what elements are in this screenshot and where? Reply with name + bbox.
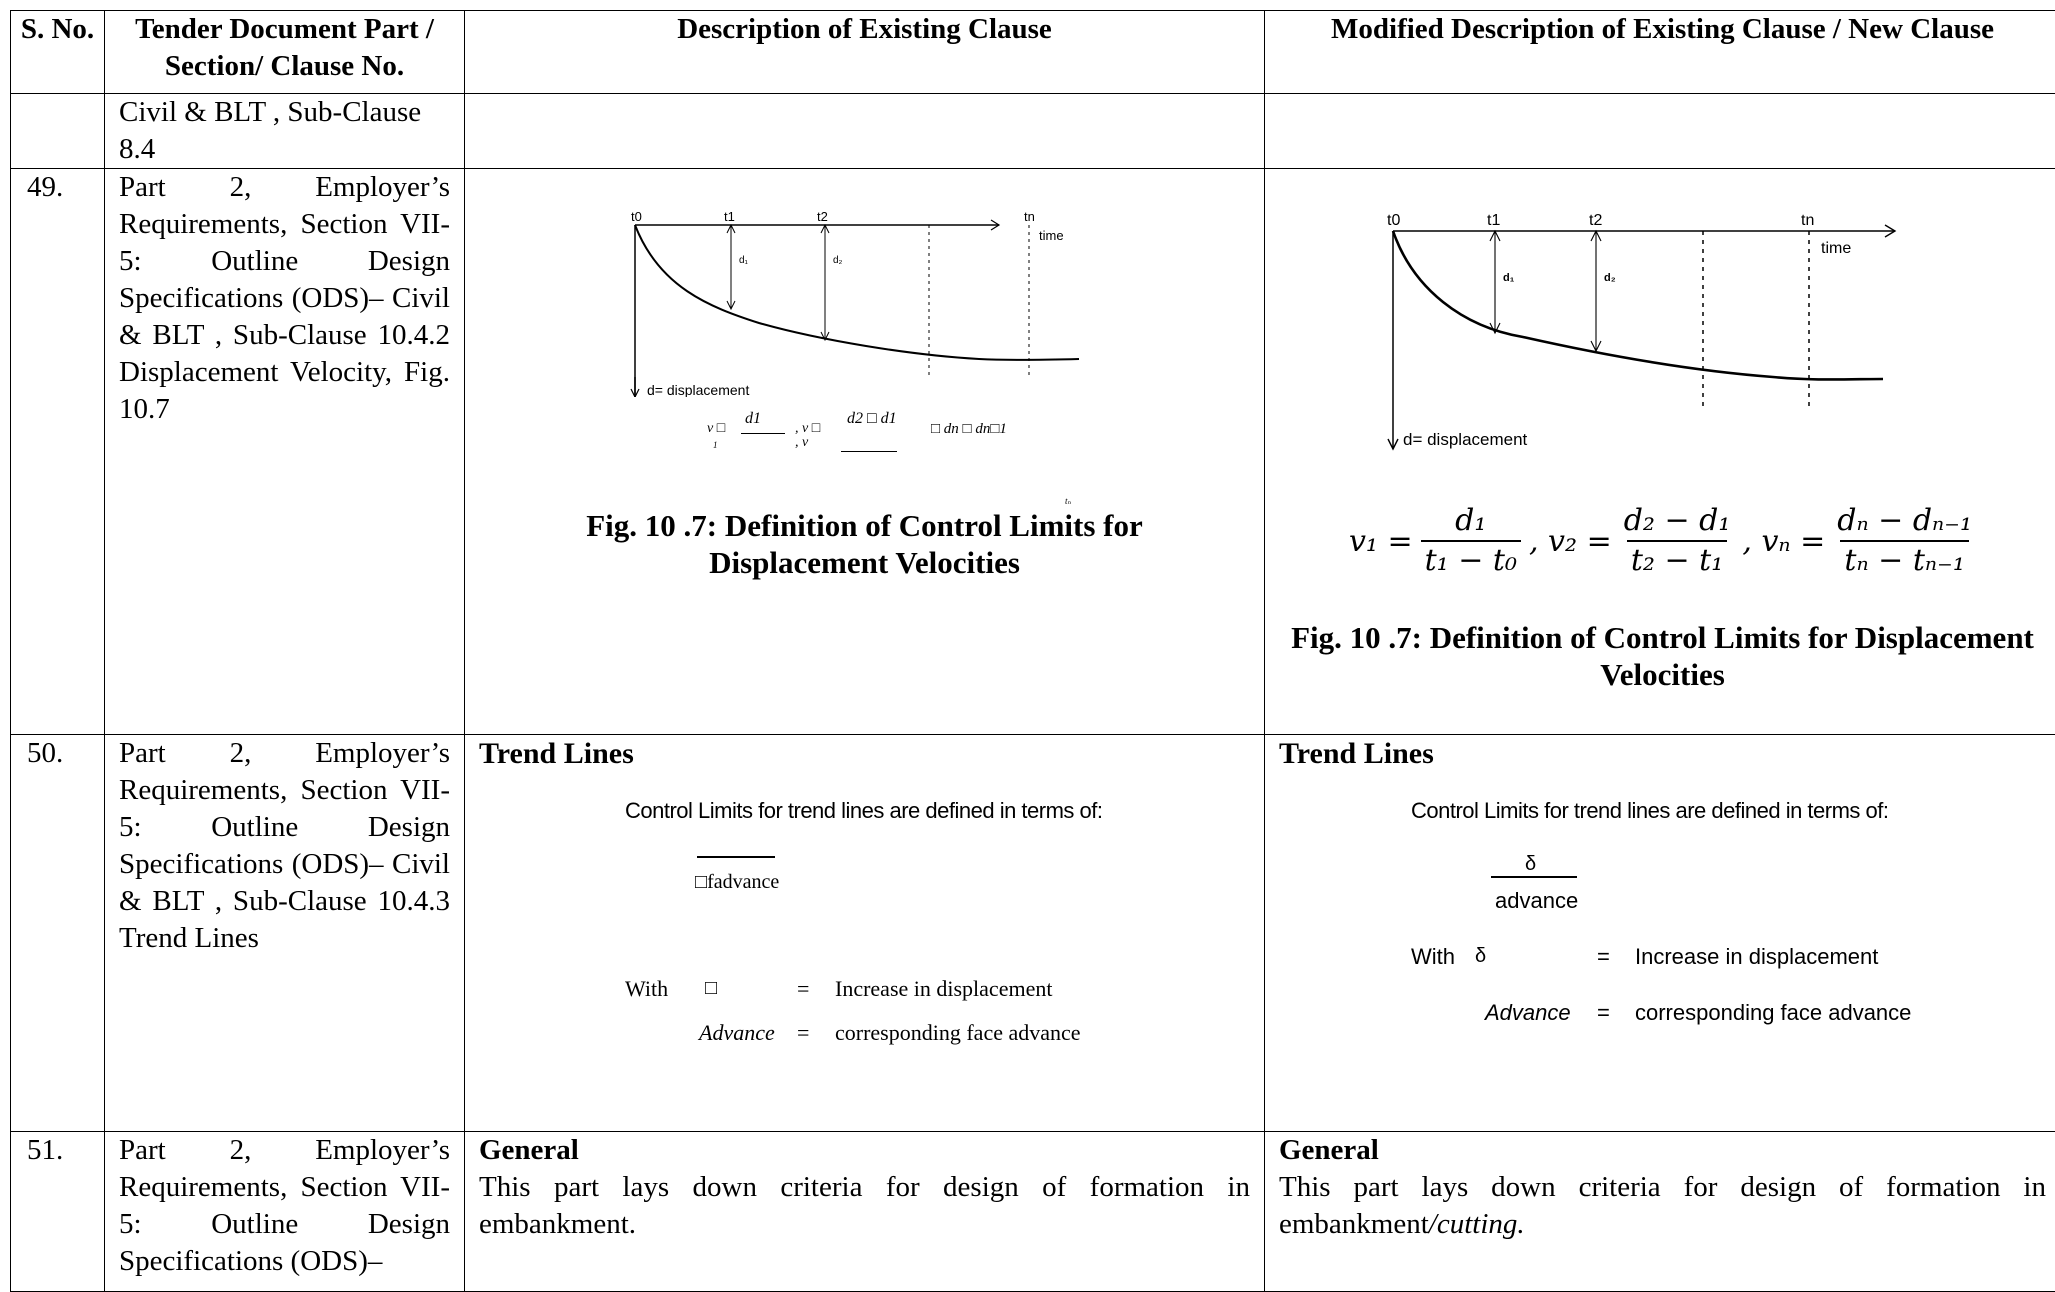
row-sno: 50.: [11, 735, 105, 1132]
label-time: time: [1821, 240, 1851, 257]
formula-v2: , v₂ =: [1529, 523, 1612, 560]
general-text-main: This part lays down criteria for design …: [1279, 1171, 2046, 1240]
row-sno: [11, 94, 105, 169]
row-existing: General This part lays down criteria for…: [465, 1132, 1265, 1292]
general-text: This part lays down criteria for design …: [479, 1169, 1250, 1243]
table-row: Civil & BLT , Sub-Clause 8.4: [11, 94, 2055, 169]
equals-sign: =: [1597, 938, 1610, 975]
equals-sign: =: [1597, 994, 1610, 1031]
displacement-chart-existing: t0 t1 t2 tn time d₁ d₂ d= displacement: [479, 207, 1259, 397]
fraction-denominator: advance: [1495, 882, 1578, 919]
row-sno: 49.: [11, 169, 105, 735]
formula-v1: v₁ =: [1349, 523, 1413, 560]
with-label: With: [625, 970, 668, 1007]
fraction-n: dₙ − dₙ₋₁ tₙ − tₙ₋₁: [1833, 502, 1976, 580]
symbol-delta: δ: [1475, 938, 1486, 975]
row-section: Civil & BLT , Sub-Clause 8.4: [105, 94, 465, 169]
label-d2: d₂: [1604, 272, 1616, 284]
general-title: General: [1279, 1132, 2046, 1169]
label-time: time: [1039, 228, 1064, 243]
formula-part: d1: [745, 411, 761, 427]
row-existing: t0 t1 t2 tn time d₁ d₂ d= displacement v…: [465, 169, 1265, 735]
trend-fraction: □fadvance: [695, 864, 779, 901]
fraction-numerator: d₂ − d₁: [1620, 502, 1735, 540]
header-section: Tender Document Part / Section/ Clause N…: [105, 11, 465, 94]
header-modified: Modified Description of Existing Clause …: [1265, 11, 2055, 94]
general-text-inserted: /cutting.: [1429, 1208, 1525, 1240]
figure-caption-modified: Fig. 10 .7: Definition of Control Limits…: [1269, 619, 2055, 693]
row-modified: [1265, 94, 2055, 169]
formula-vn: , vₙ =: [1742, 523, 1825, 560]
fraction-2: d₂ − d₁ t₂ − t₁: [1620, 502, 1735, 580]
label-yaxis: d= displacement: [647, 382, 749, 397]
general-title: General: [479, 1132, 1250, 1169]
label-tn: tn: [1024, 209, 1035, 224]
definition-face-advance: corresponding face advance: [835, 1014, 1081, 1051]
label-t1: t1: [724, 209, 735, 224]
symbol-delta: □: [705, 970, 717, 1007]
label-tn: tn: [1801, 212, 1814, 229]
header-sno: S. No.: [11, 11, 105, 94]
fraction-denominator: t₂ − t₁: [1627, 540, 1727, 580]
formula-modified: v₁ = d₁ t₁ − t₀ , v₂ = d₂ − d₁ t₂ − t₁ ,…: [1269, 499, 2055, 583]
fraction-1: d₁ t₁ − t₀: [1421, 502, 1521, 580]
fraction-denominator: tₙ − tₙ₋₁: [1840, 540, 1969, 580]
definition-displacement: Increase in displacement: [835, 970, 1052, 1007]
displacement-chart-modified: t0 t1 t2 tn time d₁ d₂ d= displacement: [1273, 209, 2053, 459]
amendment-table: S. No. Tender Document Part / Section/ C…: [10, 10, 2055, 1292]
label-t2: t2: [1589, 212, 1602, 229]
formula-part: [841, 451, 897, 452]
row-modified: Trend Lines Control Limits for trend lin…: [1265, 735, 2055, 1132]
header-existing: Description of Existing Clause: [465, 11, 1265, 94]
formula-part: d2 □ d1: [847, 411, 897, 427]
trend-lines-title: Trend Lines: [1279, 735, 2046, 772]
formula-garbled-existing: v □ d1 , v □ d2 □ d1 □ dn □ dn□1 1 , v t…: [479, 397, 1250, 507]
trend-lines-title: Trend Lines: [479, 735, 1250, 772]
row-section: Part 2, Employer’s Requirements, Section…: [105, 169, 465, 735]
label-d2: d₂: [833, 255, 843, 266]
trend-intro: Control Limits for trend lines are defin…: [625, 792, 1103, 829]
label-t1: t1: [1487, 212, 1500, 229]
formula-part: [741, 433, 785, 434]
fraction-denominator: t₁ − t₀: [1421, 540, 1521, 580]
row-section: Part 2, Employer’s Requirements, Section…: [105, 735, 465, 1132]
fraction-numerator: d₁: [1451, 502, 1490, 540]
table-row: 51. Part 2, Employer’s Requirements, Sec…: [11, 1132, 2055, 1292]
symbol-advance: Advance: [699, 1014, 775, 1051]
general-text: This part lays down criteria for design …: [1279, 1169, 2046, 1243]
formula-part: v □: [707, 421, 725, 437]
label-yaxis: d= displacement: [1403, 430, 1528, 449]
figure-caption-existing: Fig. 10 .7: Definition of Control Limits…: [479, 507, 1250, 581]
row-existing: Trend Lines Control Limits for trend lin…: [465, 735, 1265, 1132]
row-section: Part 2, Employer’s Requirements, Section…: [105, 1132, 465, 1292]
row-existing: [465, 94, 1265, 169]
row-modified: t0 t1 t2 tn time d₁ d₂ d= displacement v…: [1265, 169, 2055, 735]
symbol-advance: Advance: [1485, 994, 1571, 1031]
trend-lines-definition-modified: Control Limits for trend lines are defin…: [1279, 772, 2046, 1112]
formula-part: , v: [795, 435, 808, 451]
row-sno: 51.: [11, 1132, 105, 1292]
definition-displacement: Increase in displacement: [1635, 938, 1878, 975]
label-d1: d₁: [1503, 272, 1515, 284]
equals-sign: =: [797, 1014, 809, 1051]
formula-part: □ dn □ dn□1: [931, 421, 1007, 437]
fraction-bar: [1491, 876, 1577, 878]
table-row: 50. Part 2, Employer’s Requirements, Sec…: [11, 735, 2055, 1132]
with-label: With: [1411, 938, 1455, 975]
formula-part: 1: [713, 437, 718, 453]
row-modified: General This part lays down criteria for…: [1265, 1132, 2055, 1292]
formula-part: tₙ: [1065, 493, 1071, 509]
fraction-numerator: dₙ − dₙ₋₁: [1833, 502, 1976, 540]
table-row: 49. Part 2, Employer’s Requirements, Sec…: [11, 169, 2055, 735]
label-t0: t0: [1387, 212, 1400, 229]
fraction-bar: [697, 856, 775, 858]
definition-face-advance: corresponding face advance: [1635, 994, 1911, 1031]
equals-sign: =: [797, 970, 809, 1007]
label-t0: t0: [631, 209, 642, 224]
label-d1: d₁: [739, 255, 749, 266]
trend-lines-definition-existing: Control Limits for trend lines are defin…: [479, 772, 1250, 1112]
trend-intro: Control Limits for trend lines are defin…: [1411, 792, 1889, 829]
header-row: S. No. Tender Document Part / Section/ C…: [11, 11, 2055, 94]
label-t2: t2: [817, 209, 828, 224]
